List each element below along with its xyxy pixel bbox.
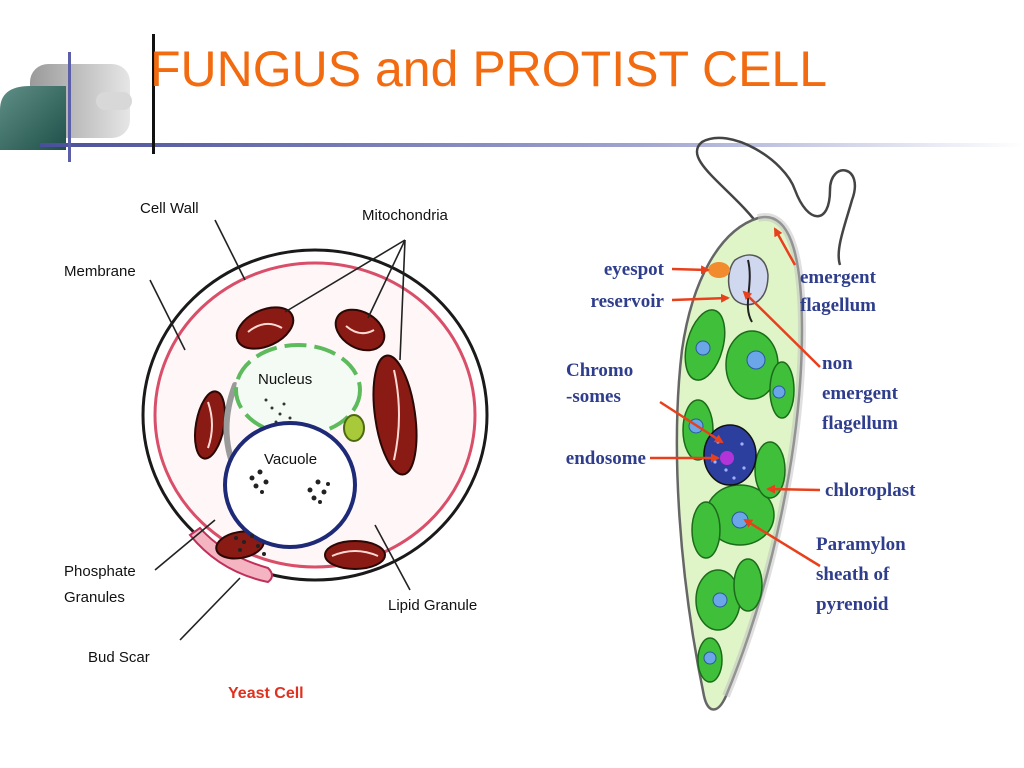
- label-chromosomes-2: -somes: [566, 386, 621, 407]
- yeast-vacuole: [223, 421, 357, 549]
- label-endosome: endosome: [566, 448, 646, 469]
- ornament-vertical-blue: [68, 52, 71, 162]
- label-non-emergent-1: non: [822, 353, 853, 374]
- label-membrane: Membrane: [64, 263, 136, 280]
- slide-title: FUNGUS and PROTIST CELL: [150, 41, 828, 97]
- yeast-caption: Yeast Cell: [228, 685, 304, 702]
- yeast-mitochondria: [194, 306, 418, 570]
- label-chromosomes-1: Chromo: [566, 360, 633, 381]
- emergent-flagellum: [695, 136, 857, 266]
- label-eyespot: eyespot: [604, 259, 665, 280]
- label-chloroplast: chloroplast: [825, 480, 916, 501]
- label-paramylon-1: Paramylon: [816, 534, 906, 555]
- label-non-emergent-2: emergent: [822, 383, 899, 404]
- label-nucleus: Nucleus: [258, 371, 312, 388]
- yeast-small-organelle: [343, 414, 365, 442]
- mitochondrion: [235, 306, 295, 350]
- mitochondrion: [324, 540, 386, 570]
- label-reservoir: reservoir: [591, 291, 665, 312]
- ornament-vertical-black: [152, 34, 155, 154]
- euglena-diagram: eyespot reservoir Chromo -somes endosome…: [566, 136, 916, 711]
- euglena-reservoir: [727, 254, 769, 306]
- label-lipid-granule: Lipid Granule: [388, 597, 477, 614]
- euglena-eyespot: [708, 262, 730, 278]
- yeast-nucleus: [234, 343, 362, 437]
- label-emergent-1: emergent: [800, 267, 877, 288]
- label-non-emergent-3: flagellum: [822, 413, 898, 434]
- label-cell-wall: Cell Wall: [140, 200, 199, 217]
- ornament-light-block: [96, 92, 132, 110]
- label-phosphate: Phosphate: [64, 563, 136, 580]
- label-paramylon-2: sheath of: [816, 564, 890, 585]
- yeast-cell-diagram: Cell Wall Mitochondria Membrane Nucleus …: [64, 200, 489, 702]
- euglena-endosome: [720, 451, 734, 465]
- ornament-blue-line: [40, 143, 1024, 147]
- mitochondrion: [372, 354, 418, 476]
- phosphate-granules: [234, 534, 266, 556]
- label-granules: Granules: [64, 589, 125, 606]
- label-bud-scar: Bud Scar: [88, 649, 150, 666]
- ornament-teal-block: [0, 86, 66, 150]
- label-vacuole: Vacuole: [264, 451, 317, 468]
- euglena-chloroplasts: [682, 309, 795, 683]
- vacuole-granules: [249, 469, 330, 504]
- label-mitochondria: Mitochondria: [362, 207, 449, 224]
- slide-ornament: [0, 34, 1024, 162]
- label-paramylon-3: pyrenoid: [816, 594, 889, 615]
- label-emergent-2: flagellum: [800, 295, 876, 316]
